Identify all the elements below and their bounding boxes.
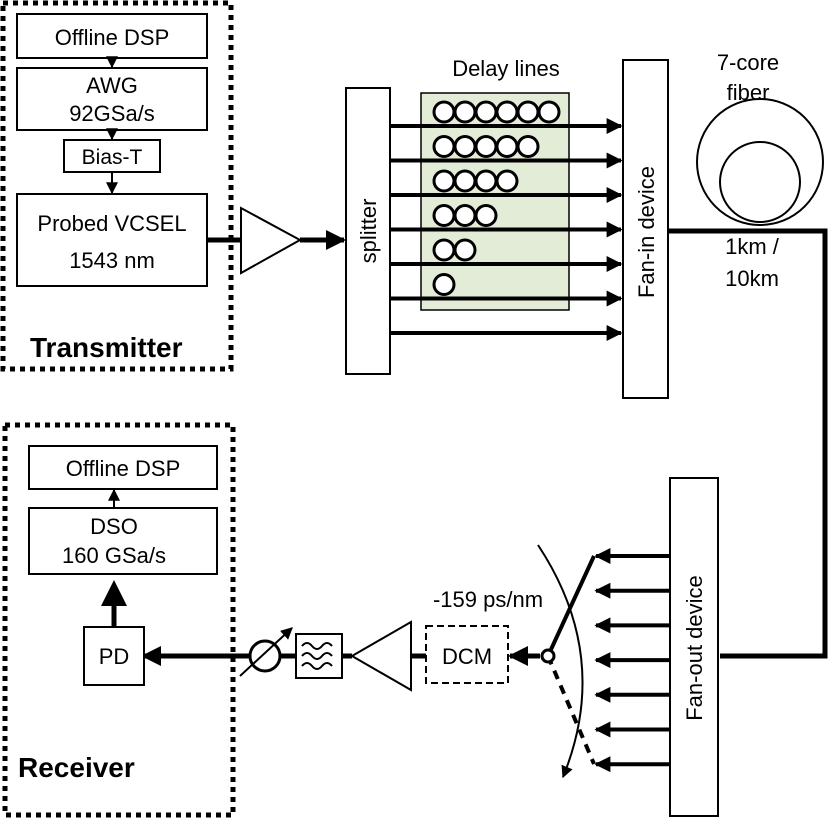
- awg-box: [16, 67, 208, 131]
- bias-t-box: [63, 139, 161, 173]
- fiber-title-line2: fiber: [727, 80, 770, 105]
- fan-out-box: [669, 477, 719, 817]
- receiver-title: Receiver: [18, 752, 135, 783]
- transmitter-title: Transmitter: [30, 332, 183, 363]
- rx-offline-dsp-label: Offline DSP: [66, 456, 181, 481]
- dso-rate-label: 160 GSa/s: [62, 543, 166, 568]
- delay-lines-title: Delay lines: [452, 56, 560, 81]
- delay-coil: [474, 204, 498, 227]
- delay-coil: [432, 100, 456, 124]
- fan-out-outputs: [594, 548, 670, 773]
- attenuator-adjust-arrow: [239, 627, 293, 677]
- delay-coil: [453, 238, 477, 262]
- delay-line-rows: [390, 100, 623, 341]
- switch-sweep-arc: [537, 544, 584, 779]
- dso-label: DSO: [90, 514, 138, 539]
- delay-coil: [495, 169, 519, 193]
- filter-wave-icon: [301, 652, 333, 660]
- dcm-label: DCM: [442, 644, 492, 669]
- dso-box: [28, 507, 218, 575]
- fiber-coil-inner: [719, 141, 801, 223]
- tx-offline-dsp-label: Offline DSP: [55, 25, 170, 50]
- pd-label: PD: [99, 644, 130, 669]
- fan-in-box: [622, 59, 669, 399]
- delay-coil: [516, 135, 540, 158]
- delay-coil: [453, 135, 477, 158]
- delay-coil: [474, 135, 498, 158]
- delay-coil: [432, 273, 456, 296]
- attenuator-icon: [248, 639, 282, 673]
- delay-coil: [453, 100, 477, 124]
- delay-coil: [474, 169, 498, 193]
- delay-coil: [453, 204, 477, 227]
- delay-coil: [432, 238, 456, 262]
- receiver-frame: [2, 422, 236, 818]
- fan-in-label: Fan-in device: [634, 166, 659, 298]
- delay-coil: [495, 100, 519, 124]
- vcsel-label: Probed VCSEL: [37, 211, 186, 236]
- delay-coil: [432, 135, 456, 158]
- splitter-box: [345, 87, 391, 375]
- vcsel-box: [16, 193, 208, 287]
- pd-dso-arrowhead: [101, 580, 127, 606]
- awg-rate-label: 92GSa/s: [69, 101, 155, 126]
- splitter-label: splitter: [356, 199, 381, 264]
- bias-t-label: Bias-T: [82, 146, 143, 169]
- pd-box: [83, 626, 145, 686]
- delay-coil: [453, 169, 477, 193]
- dcm-box: [425, 625, 509, 684]
- awg-label: AWG: [86, 73, 138, 98]
- delay-coil: [432, 169, 456, 193]
- transmitter-frame: [0, 0, 234, 372]
- delay-coil: [495, 135, 519, 158]
- delay-coil: [537, 100, 561, 124]
- vcsel-wavelength-label: 1543 nm: [69, 248, 155, 273]
- fiber-length-line1: 1km /: [725, 234, 780, 259]
- fiber-title-line1: 7-core: [717, 50, 779, 75]
- delay-coil: [474, 100, 498, 124]
- delay-coil: [516, 100, 540, 124]
- fiber-coil-outer: [696, 98, 824, 226]
- rx-offline-dsp-box: [28, 445, 218, 490]
- switch-arm-dashed: [546, 655, 596, 765]
- dispersion-label: -159 ps/nm: [433, 587, 543, 612]
- switch-arm: [546, 555, 596, 657]
- fiber-link: [668, 228, 828, 659]
- fan-out-label: Fan-out device: [682, 575, 707, 721]
- fiber-length-line2: 10km: [725, 266, 779, 291]
- filter-wave-icon: [301, 662, 333, 670]
- rx-amplifier-icon: [349, 620, 412, 692]
- tx-amplifier-icon: [240, 206, 303, 275]
- filter-wave-icon: [301, 642, 333, 650]
- delay-coil: [432, 204, 456, 227]
- switch-pivot: [540, 648, 556, 664]
